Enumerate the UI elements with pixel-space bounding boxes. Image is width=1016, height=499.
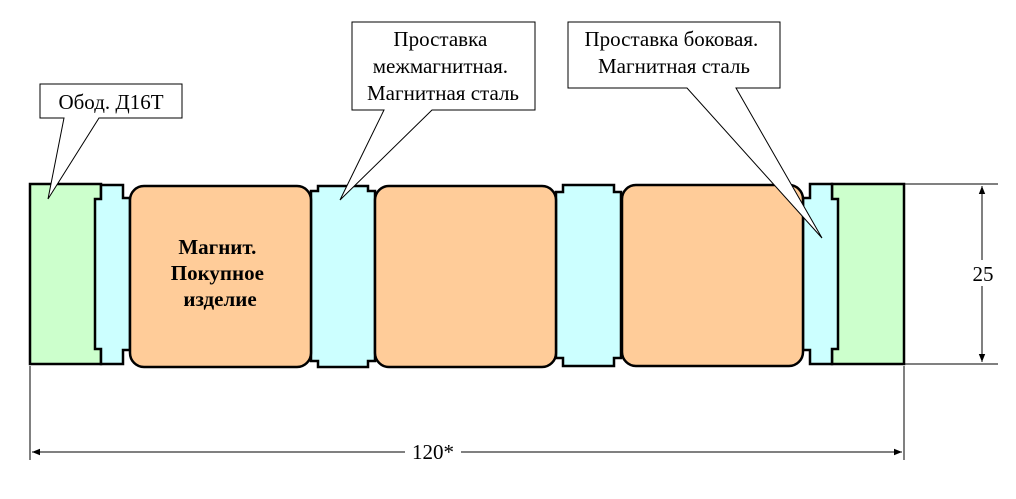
magnet-3	[620, 183, 805, 368]
svg-text:Проставка боковая. Магни: Проставка боковая. Магнитная сталь	[584, 27, 763, 78]
inter-magnet-spacer-2	[554, 183, 623, 368]
svg-text:25: 25	[973, 262, 994, 286]
svg-text:120*: 120*	[412, 440, 454, 464]
height-dimension: 25	[905, 183, 998, 365]
magnet-1	[128, 184, 313, 369]
callout-inter-spacer: Проставка межмагнитная. Магнитная сталь	[339, 21, 536, 201]
magnet-label: Магнит. Покупное изделие	[171, 235, 269, 311]
svg-text:Проставка межмагнитная.: Проставка межмагнитная. Магнитная сталь	[367, 27, 519, 105]
left-rim	[28, 182, 103, 366]
right-rim	[830, 182, 906, 366]
callout-rim: Обод. Д16Т	[39, 83, 183, 200]
svg-text:Обод. Д16Т: Обод. Д16Т	[58, 90, 163, 114]
magnet-2	[373, 184, 558, 369]
callout-side-spacer: Проставка боковая. Магнитная сталь	[567, 21, 823, 239]
left-side-spacer	[93, 183, 132, 366]
inter-magnet-spacer-1	[309, 184, 377, 369]
right-side-spacer	[801, 182, 840, 366]
width-dimension: 120*	[29, 366, 905, 464]
